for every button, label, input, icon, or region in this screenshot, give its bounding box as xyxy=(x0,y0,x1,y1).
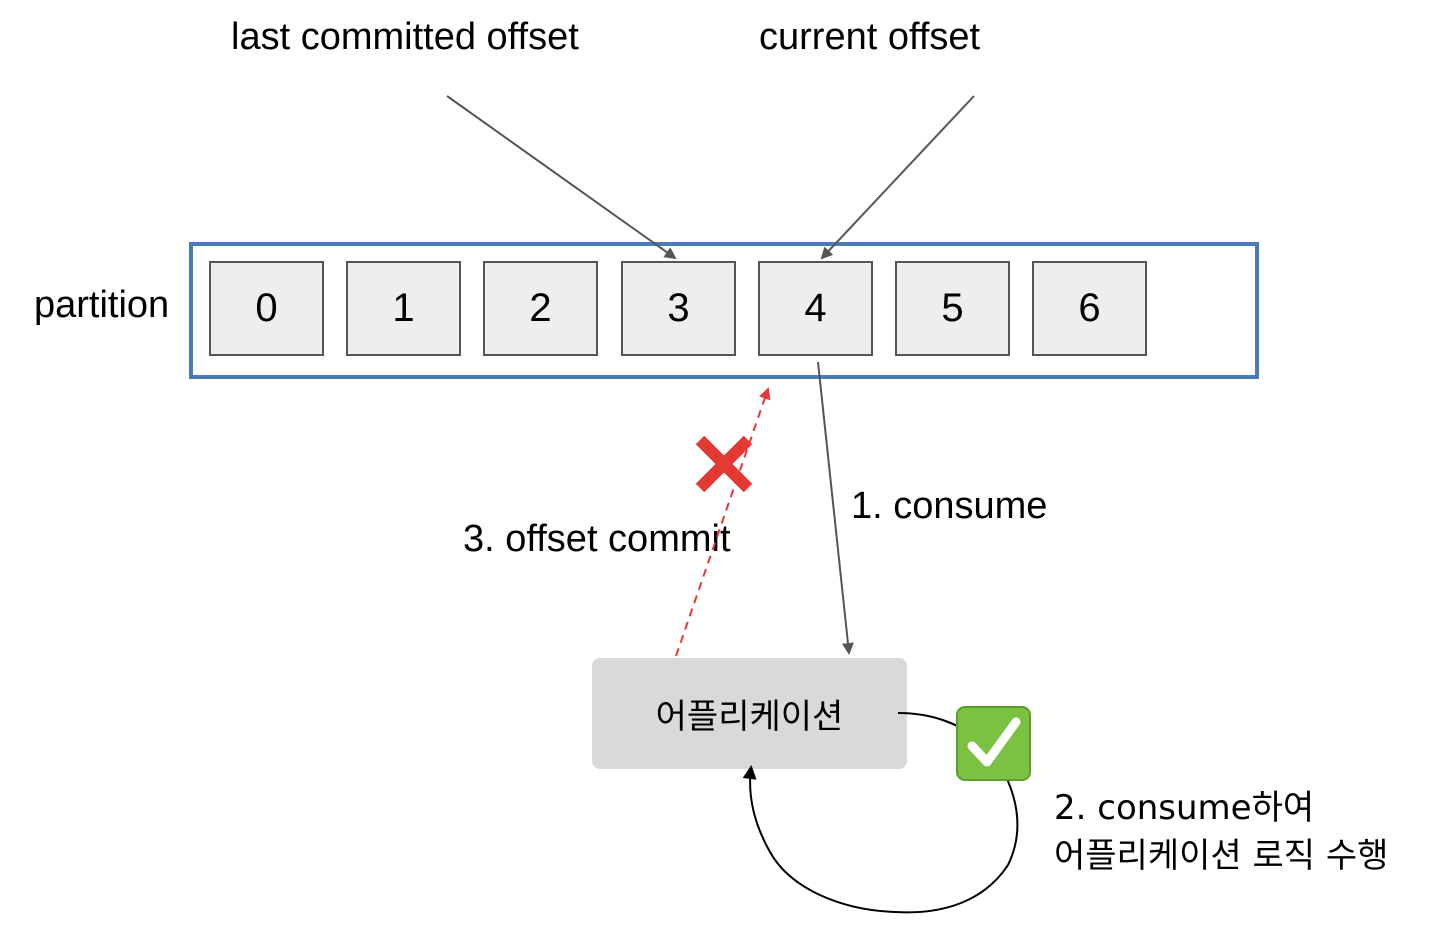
current-offset-arrow xyxy=(820,95,975,260)
last-committed-offset-arrow xyxy=(446,95,677,260)
offset-commit-arrow xyxy=(675,387,771,657)
consume-step-label: 1. consume xyxy=(851,485,1048,527)
offset-cell-5: 5 xyxy=(895,261,1010,356)
offset-cell-3: 3 xyxy=(621,261,736,356)
offset-cell-0: 0 xyxy=(209,261,324,356)
consume-arrow xyxy=(817,361,854,655)
cross-mark-icon xyxy=(695,435,753,493)
last-committed-offset-label: last committed offset xyxy=(231,16,579,58)
application-box: 어플리케이션 xyxy=(592,658,907,769)
offset-cell-1: 1 xyxy=(346,261,461,356)
logic-step-label: 2. consume하여 어플리케이션 로직 수행 xyxy=(1054,784,1388,880)
logic-step-line-1: 2. consume하여 xyxy=(1054,788,1315,828)
check-mark-badge xyxy=(956,706,1031,781)
offset-cell-6: 6 xyxy=(1032,261,1147,356)
partition-frame xyxy=(189,242,1259,379)
logic-step-line-2: 어플리케이션 로직 수행 xyxy=(1054,836,1389,876)
offset-cell-4: 4 xyxy=(758,261,873,356)
partition-label: partition xyxy=(34,284,170,326)
current-offset-label: current offset xyxy=(759,16,981,58)
application-label: 어플리케이션 xyxy=(655,697,844,737)
offset-cell-2: 2 xyxy=(483,261,598,356)
offset-commit-step-label: 3. offset commit xyxy=(463,518,731,560)
check-mark-icon xyxy=(967,717,1021,767)
